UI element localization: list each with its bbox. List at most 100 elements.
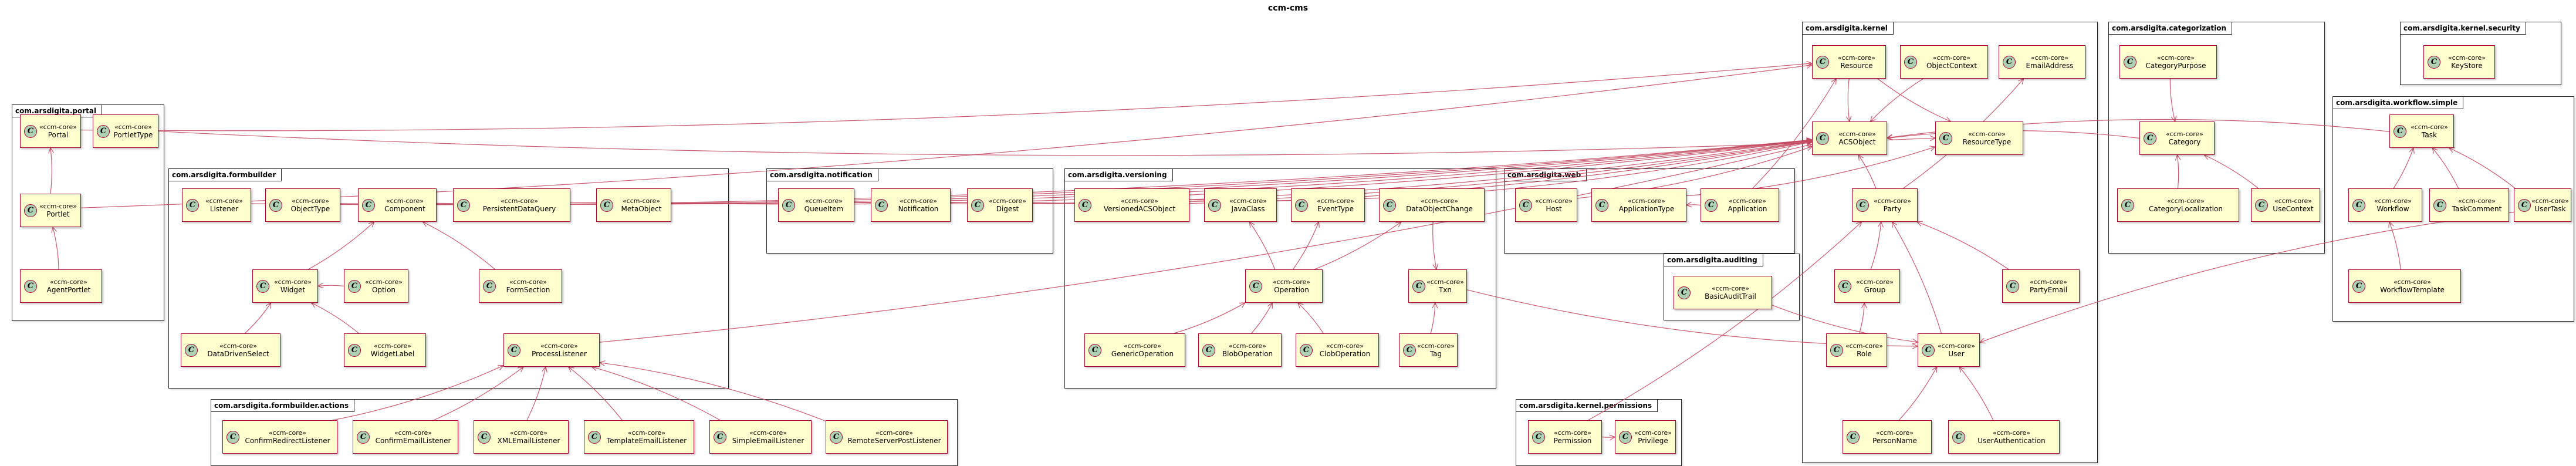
class-circle-icon: C [1202,343,1215,357]
class-name: ResourceType [1962,138,2012,146]
class-name: BasicAuditTrail [1705,292,1756,300]
class-circle-icon: C [1403,343,1416,357]
class-stereotype: «ccm-core» [2166,197,2205,205]
class-circle-icon: C [714,430,726,444]
class-Host: C«ccm-core»Host [1515,188,1577,222]
class-EmailAddress: C«ccm-core»EmailAddress [1999,45,2085,79]
class-WidgetLabel: C«ccm-core»WidgetLabel [344,333,426,367]
class-stereotype: «ccm-core» [386,197,424,205]
class-stereotype: «ccm-core» [1711,285,1750,292]
class-circle-icon: C [830,430,843,444]
class-name: PersistentDataQuery [482,205,556,213]
package-label: com.arsdigita.formbuilder [169,169,282,181]
class-stereotype: «ccm-core» [1420,197,1459,205]
package-label: com.arsdigita.kernel.security [2401,22,2526,35]
class-ClobOperation: C«ccm-core»ClobOperation [1296,333,1379,367]
class-ConfirmEmailListener: C«ccm-core»ConfirmEmailListener [353,420,458,454]
class-stereotype: «ccm-core» [1873,197,1912,205]
class-stereotype: «ccm-core» [2274,197,2313,205]
class-circle-icon: C [457,198,470,212]
class-circle-icon: C [2352,198,2365,212]
class-circle-icon: C [588,430,601,444]
class-circle-icon: C [348,343,361,357]
class-stereotype: «ccm-core» [114,123,153,131]
class-stereotype: «ccm-core» [1728,197,1767,205]
class-circle-icon: C [1595,198,1608,212]
class-stereotype: «ccm-core» [1937,342,1976,350]
class-stereotype: «ccm-core» [2393,278,2432,286]
class-circle-icon: C [227,430,239,444]
class-name: Tag [1429,350,1442,358]
class-stereotype: «ccm-core» [1534,197,1573,205]
class-name: UserAuthentication [1977,437,2046,445]
class-name: Notification [898,205,939,213]
class-name: CategoryPurpose [2145,62,2206,70]
class-name: Task [2422,131,2437,139]
class-name: ProcessListener [532,350,587,358]
class-stereotype: «ccm-core» [1838,130,1877,138]
class-name: ClobOperation [1319,350,1371,358]
class-name: Permission [1553,437,1592,445]
class-stereotype: «ccm-core» [1932,54,1971,62]
class-stereotype: «ccm-core» [39,202,77,210]
class-WorkflowTemplate: C«ccm-core»WorkflowTemplate [2348,269,2461,303]
class-stereotype: «ccm-core» [509,278,547,286]
class-Privilege: C«ccm-core»Privilege [1615,420,1676,454]
class-stereotype: «ccm-core» [1553,429,1592,437]
package-label: com.arsdigita.kernel.permissions [1516,400,1658,412]
class-UserTask: C«ccm-core»UserTask [2514,188,2571,222]
class-VersionedACSObject: C«ccm-core»VersionedACSObject [1074,188,1189,222]
class-stereotype: «ccm-core» [1120,197,1159,205]
class-name: AgentPortlet [46,286,91,294]
class-stereotype: «ccm-core» [1837,54,1876,62]
class-stereotype: «ccm-core» [749,429,787,437]
class-circle-icon: C [24,124,37,138]
class-QueueItem: C«ccm-core»QueueItem [778,188,854,222]
class-name: Group [1864,286,1886,294]
class-SimpleEmailListener: C«ccm-core»SimpleEmailListener [709,420,812,454]
class-name: ConfirmRedirectListener [245,437,330,445]
class-BasicAuditTrail: C«ccm-core»BasicAuditTrail [1674,276,1772,309]
class-name: Party [1883,205,1902,213]
class-ApplicationType: C«ccm-core»ApplicationType [1591,188,1686,222]
package-label: com.arsdigita.web [1505,169,1587,181]
class-Task: C«ccm-core»Task [2389,114,2454,148]
class-stereotype: «ccm-core» [1855,278,1894,286]
class-DataDrivenSelect: C«ccm-core»DataDrivenSelect [181,333,280,367]
class-Option: C«ccm-core»Option [344,269,408,303]
class-name: UserTask [2534,205,2566,213]
class-circle-icon: C [1816,131,1829,145]
class-name: User [1948,350,1965,358]
class-name: Option [371,286,396,294]
class-circle-icon: C [1519,198,1532,212]
class-TemplateEmailListener: C«ccm-core»TemplateEmailListener [584,420,694,454]
class-stereotype: «ccm-core» [1845,342,1884,350]
class-stereotype: «ccm-core» [1326,342,1364,350]
class-ProcessListener: C«ccm-core»ProcessListener [503,333,600,367]
class-JavaClass: C«ccm-core»JavaClass [1204,188,1277,222]
class-circle-icon: C [357,430,370,444]
class-name: KeyStore [2451,62,2483,70]
class-circle-icon: C [2518,198,2531,212]
class-stereotype: «ccm-core» [2029,278,2068,286]
class-name: Component [384,205,425,213]
class-Notification: C«ccm-core»Notification [871,188,951,222]
class-circle-icon: C [362,198,375,212]
class-name: EventType [1317,205,1354,213]
class-name: Host [1546,205,1562,213]
class-name: Category [2168,138,2201,146]
class-CategoryLocalization: C«ccm-core»CategoryLocalization [2117,188,2239,222]
class-circle-icon: C [1295,198,1308,212]
class-Party: C«ccm-core»Party [1852,188,1918,222]
class-name: XMLEmailListener [497,437,560,445]
class-PartyEmail: C«ccm-core»PartyEmail [2002,269,2080,303]
class-circle-icon: C [2121,198,2134,212]
class-name: WorkflowTemplate [2380,286,2445,294]
class-circle-icon: C [971,198,984,212]
class-stereotype: «ccm-core» [2156,54,2195,62]
class-circle-icon: C [483,279,496,293]
class-stereotype: «ccm-core» [1968,130,2006,138]
class-circle-icon: C [508,343,520,357]
class-stereotype: «ccm-core» [622,197,661,205]
class-name: TaskComment [2452,205,2502,213]
